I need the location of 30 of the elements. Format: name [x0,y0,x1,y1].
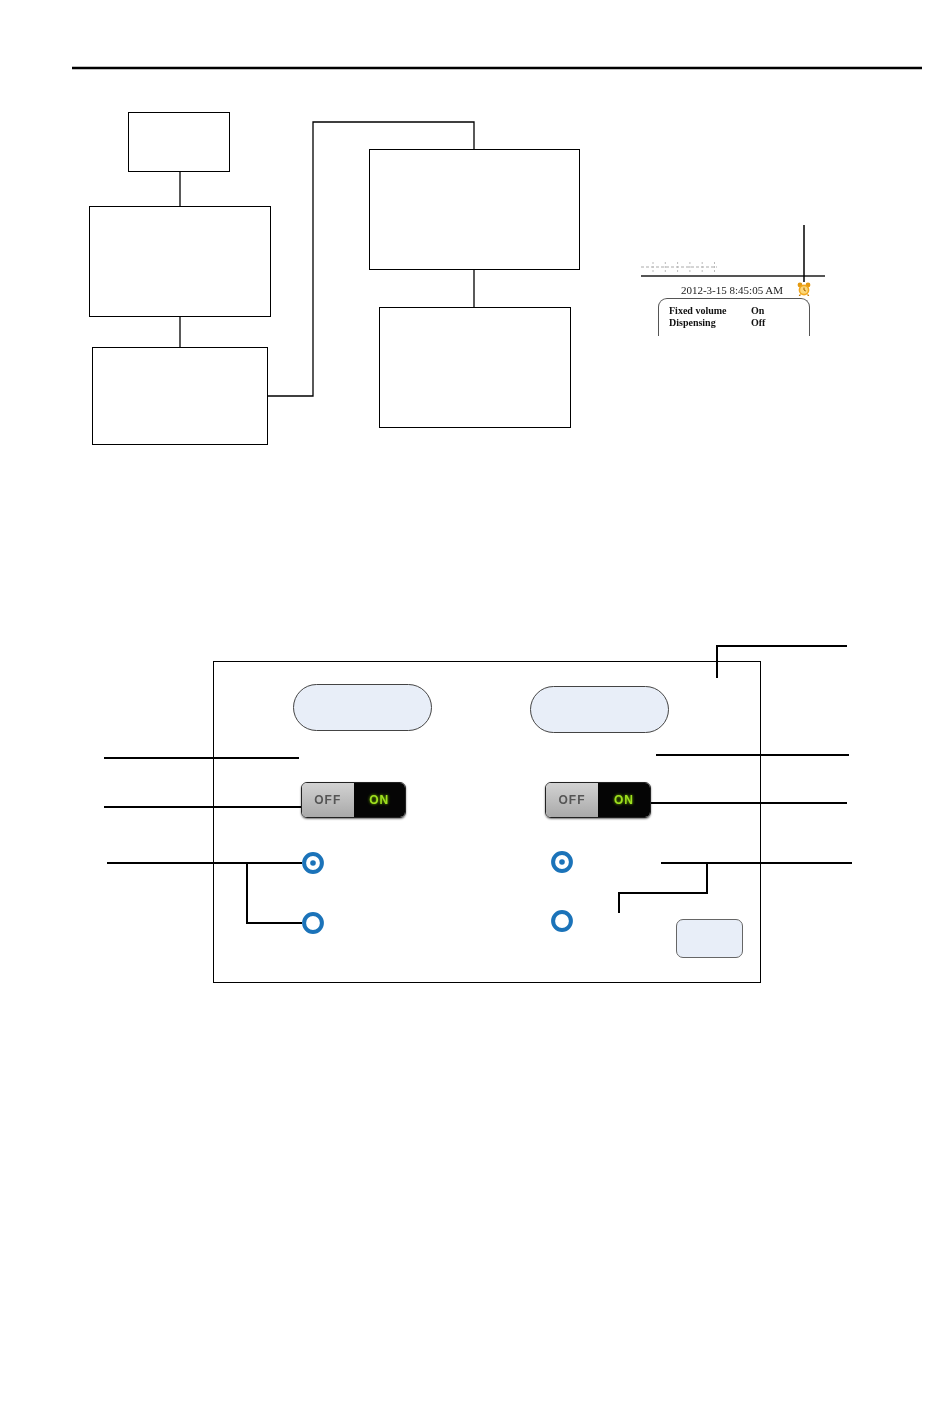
process-box [128,112,230,172]
alarm-clock-icon [797,282,811,296]
connector-line [473,269,475,308]
process-box [92,347,268,445]
pill-button [293,684,432,731]
leader-line [106,862,303,924]
leader-line [650,802,848,804]
pill-button [530,686,669,733]
connector-line [179,171,181,207]
leader-line [803,224,805,283]
toggle-switch: OFF ON [301,782,406,818]
toggle-switch: OFF ON [545,782,651,818]
process-box [369,149,580,270]
timestamp-label: 2012-3-15 8:45:05 AM [680,283,783,297]
leader-line [103,806,302,808]
info-box [658,298,810,336]
process-box [379,307,571,428]
screen-panel [213,661,761,983]
radio-button [302,912,324,934]
button [676,919,743,958]
process-box [89,206,271,317]
radio-button [302,852,324,874]
radio-button [551,851,573,873]
radio-button [551,910,573,932]
connector-line [267,121,475,397]
connector-line [179,316,181,348]
setting-value: On [751,305,766,317]
setting-name: Dispensing [669,317,717,329]
setting-value: Off [751,317,767,329]
setting-name: Fixed volume [669,305,728,317]
